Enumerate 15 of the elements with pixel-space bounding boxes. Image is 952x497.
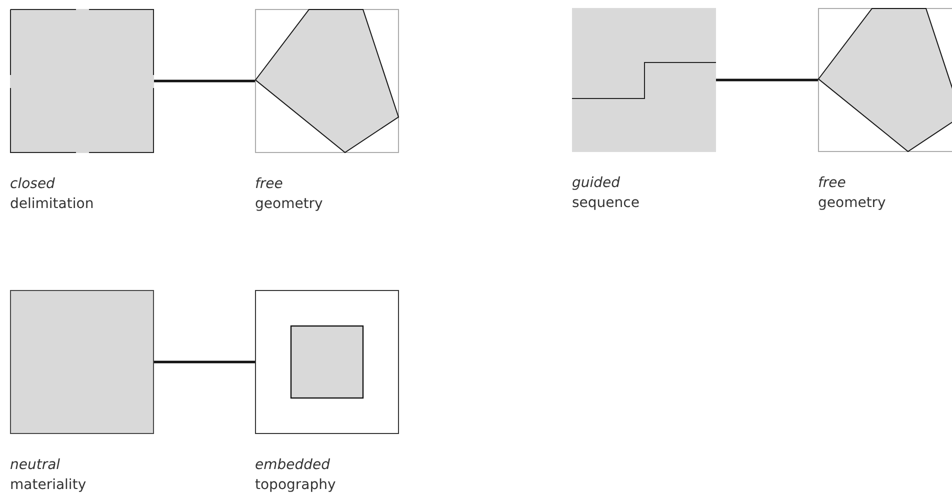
term-label: closed bbox=[10, 175, 55, 193]
term-label: guided bbox=[572, 174, 620, 192]
caption-label: delimitation bbox=[10, 195, 94, 213]
caption-label: geometry bbox=[818, 194, 886, 212]
connector-line bbox=[716, 78, 818, 82]
caption-label: sequence bbox=[572, 194, 640, 212]
caption-label: materiality bbox=[10, 476, 86, 494]
term-label: free bbox=[255, 175, 283, 193]
connector-line bbox=[154, 360, 255, 364]
term-label: neutral bbox=[10, 456, 60, 474]
caption-label: topography bbox=[255, 476, 336, 494]
caption-label: geometry bbox=[255, 195, 323, 213]
term-label: free bbox=[818, 174, 846, 192]
connector-line bbox=[154, 80, 255, 82]
term-label: embedded bbox=[255, 456, 330, 474]
